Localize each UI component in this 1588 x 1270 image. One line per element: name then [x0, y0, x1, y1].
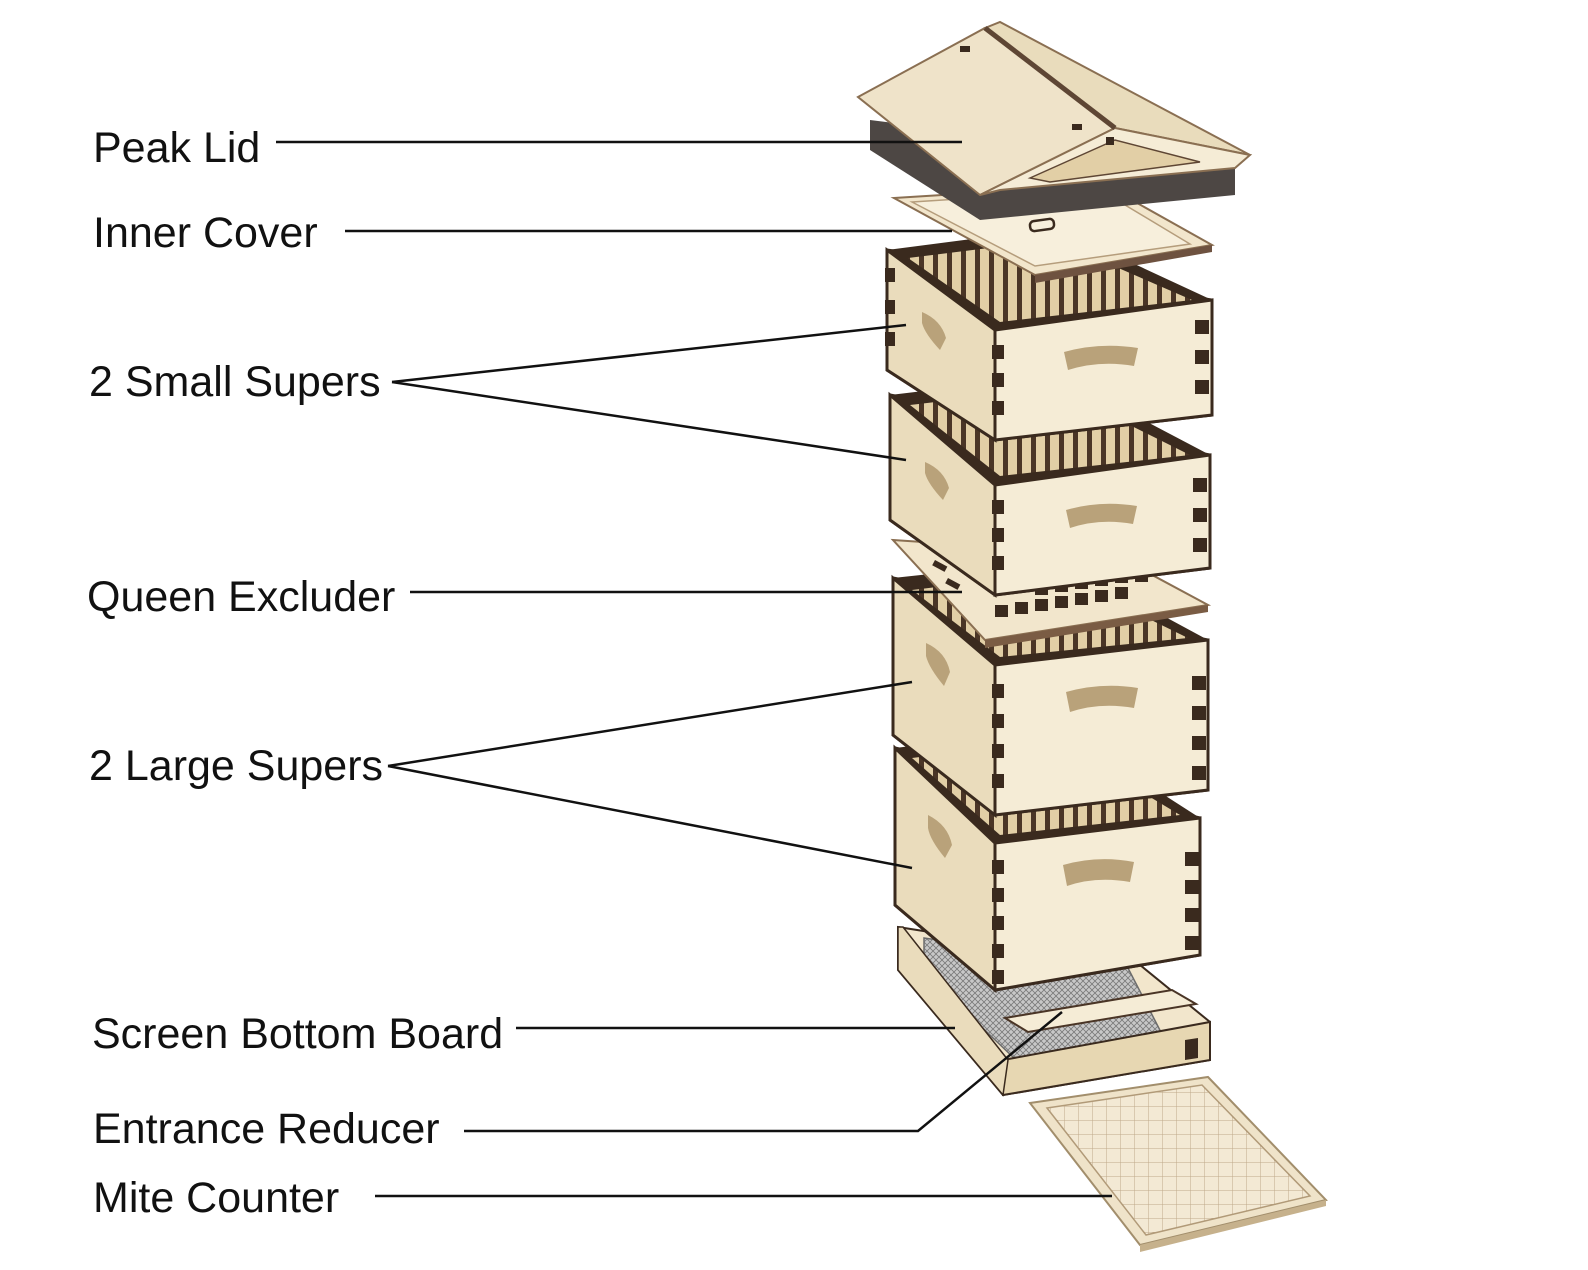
- label-queen-excluder: Queen Excluder: [87, 576, 395, 619]
- leader-large-super-upper: [388, 682, 912, 766]
- label-large-supers: 2 Large Supers: [89, 745, 383, 788]
- mite-counter-board: [1030, 1077, 1326, 1252]
- leader-small-super-lower: [392, 382, 906, 460]
- label-entrance-reducer: Entrance Reducer: [93, 1108, 440, 1151]
- leader-small-super-upper: [392, 325, 906, 382]
- label-mite-counter: Mite Counter: [93, 1177, 339, 1220]
- label-screen-bottom-board: Screen Bottom Board: [92, 1013, 503, 1056]
- leader-large-super-lower: [388, 766, 912, 868]
- peak-lid-roof: [858, 22, 1250, 220]
- label-inner-cover: Inner Cover: [93, 212, 318, 255]
- label-peak-lid: Peak Lid: [93, 127, 260, 170]
- label-small-supers: 2 Small Supers: [89, 361, 381, 404]
